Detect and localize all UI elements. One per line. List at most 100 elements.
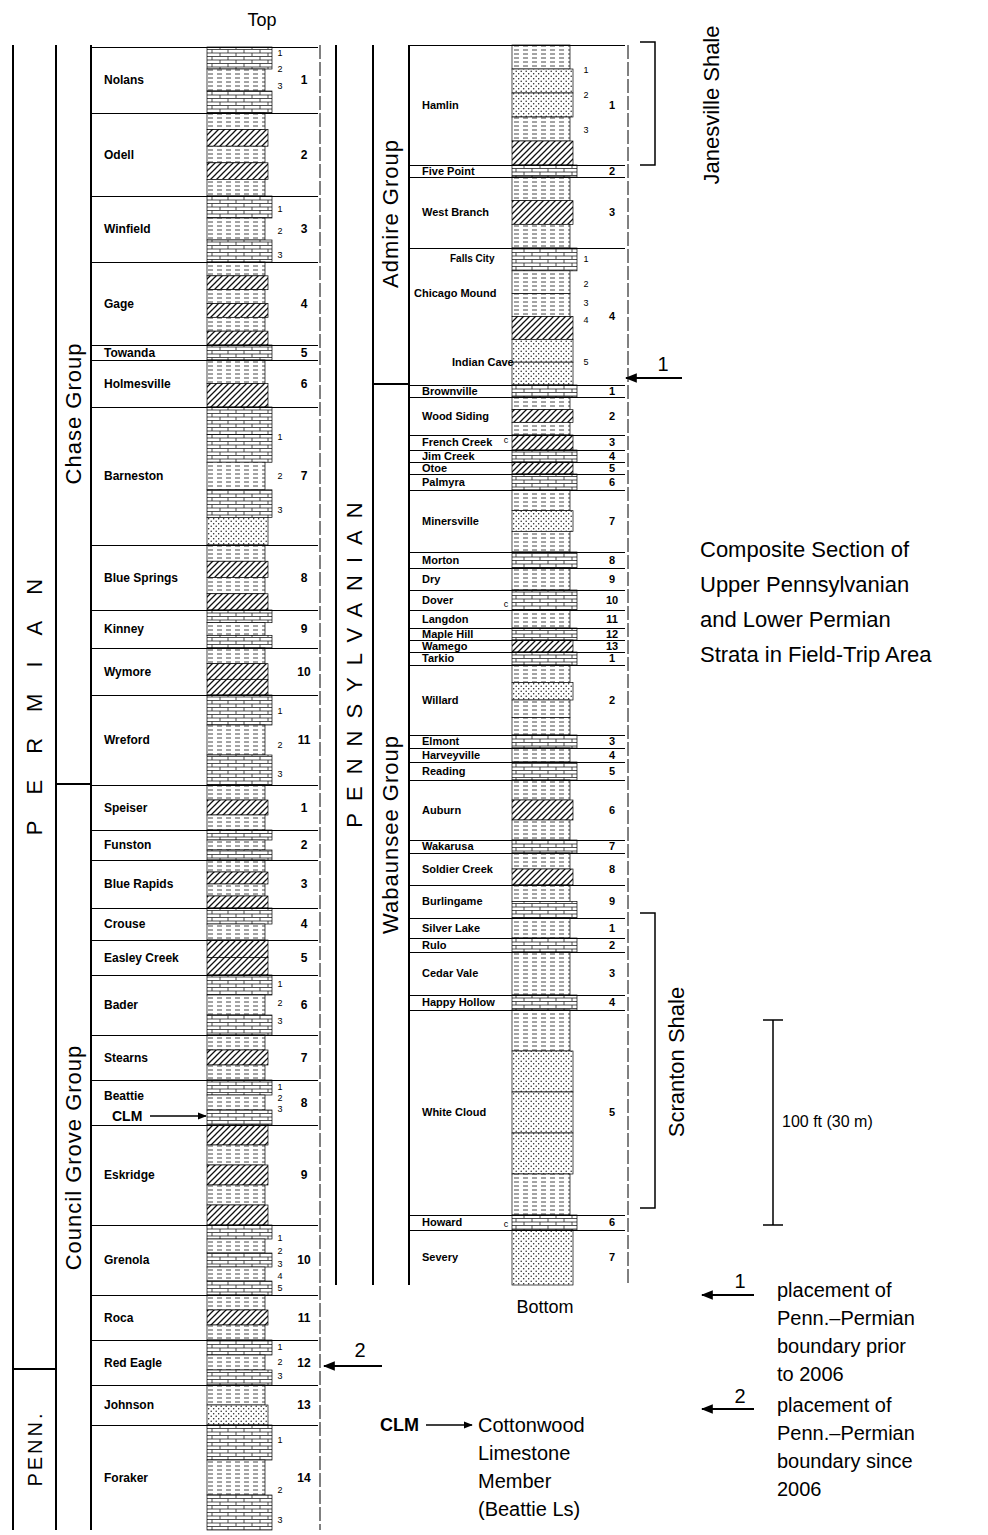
formation-name: West Branch [422,207,489,218]
member-number: 3 [277,770,282,779]
lithology-bed [207,113,265,130]
formation-number: 2 [301,149,308,161]
formation-row: Palmyra6 [410,474,625,490]
lithology-bed [207,884,265,896]
formation-name: Beattie [104,1090,144,1102]
lithology-bed [207,1110,272,1125]
formation-row: Cedar Vale3 [410,952,625,995]
stratigraphic-band: Chase Group [55,45,92,785]
lithology-bed [207,975,272,995]
lithology-bed [512,117,570,141]
formation-number: 7 [301,470,308,482]
lithology-bed [207,940,268,958]
member-number: 1 [277,205,282,214]
lithology-bed [207,594,268,610]
formation-number: 4 [609,311,615,322]
lithology-bed [207,360,265,384]
lithology-bed [207,304,268,318]
member-number: 3 [277,1372,282,1381]
formation-name: Eskridge [104,1169,155,1181]
formation-row: Dry9 [410,568,625,590]
unit-name: PENNSYLVANIAN [344,490,366,839]
lithology-bed [512,474,577,490]
formation-row: Funston2 [92,830,318,860]
formation-row: Roca11 [92,1295,318,1340]
formation-number: 5 [301,952,308,964]
stratigraphic-band: PENN. [12,1370,55,1530]
lithology-bed [512,780,570,800]
formation-name: White Cloud [422,1107,486,1118]
formation-name: Palmyra [422,477,465,488]
formation-name: Red Eagle [104,1357,162,1369]
lithology-bed [512,568,570,590]
lithology-bed [207,850,272,860]
stratigraphic-band: PERMIAN [12,45,55,1370]
lithology-bed [207,830,272,840]
formation-name: Funston [104,839,151,851]
formation-number: 5 [609,463,615,474]
lithology-bed [207,1495,272,1530]
formation-name: Speiser [104,802,147,814]
formation-name: Wood Siding [422,411,489,422]
coal-mark: c [504,1220,509,1229]
formation-row: Happy Hollow4 [410,995,625,1010]
legend-arrow [702,1408,754,1410]
member-pointer [150,1115,206,1117]
lithology-bed [207,1015,272,1035]
formation-row: Odell2 [92,113,318,196]
formation-name: Gage [104,298,134,310]
lithology-bed [207,1125,268,1145]
lithology-bed [512,450,577,462]
member-number: 5 [583,358,588,367]
lithology-bed [512,640,573,652]
formation-number: 13 [297,1399,310,1411]
formation-number: 12 [606,629,618,640]
lithology-bed [207,1065,265,1080]
lithology-bed [512,385,577,397]
member-number: 3 [583,126,588,135]
lithology-bed [512,552,577,568]
formation-number: 4 [609,451,615,462]
formation-number: 2 [609,166,615,177]
lithology-bed [512,435,573,450]
formation-name: Bader [104,999,138,1011]
formation-row: Barneston1237 [92,407,318,545]
member-number: 2 [277,1094,282,1103]
formation-number: 14 [297,1472,310,1484]
lithology-bed [512,69,573,93]
lithology-bed [207,896,268,908]
formation-row: Wamego13 [410,640,625,652]
formation-name: Jim Creek [422,451,475,462]
lithology-bed [207,545,265,561]
lithology-bed [207,517,268,545]
member-number: 4 [583,316,588,325]
lithology-bed [512,918,570,938]
lithology-bed [207,1295,265,1310]
lithology-bed [207,276,268,290]
lithology-bed [207,1355,265,1370]
member-number: 3 [277,1516,282,1525]
lithology-bed [207,1185,265,1205]
lithology-bed [512,1051,573,1092]
lithology-bed [207,240,272,262]
formation-number: 3 [301,878,308,890]
formation-number: 4 [301,918,308,930]
formation-number: 11 [298,1312,311,1324]
formation-row: Wood Siding2 [410,397,625,435]
lithology-bed [512,224,570,248]
lithology-bed [207,785,265,800]
stratigraphic-band: Wabaunsee Group [372,385,410,1285]
formation-name: Foraker [104,1472,148,1484]
formation-number: 2 [609,940,615,951]
lithology-bed [512,462,573,474]
formation-row: Maple Hill12 [410,628,625,640]
formation-row: Burlingame9 [410,885,625,918]
lithology-bed [512,938,577,952]
lithology-bed [207,648,265,664]
formation-row: Easley Creek5 [92,940,318,975]
formation-name: Crouse [104,918,145,930]
formation-number: 5 [609,766,615,777]
member-number: 2 [277,999,282,1008]
formation-name: Dry [422,574,440,585]
lithology-bed [512,735,577,748]
